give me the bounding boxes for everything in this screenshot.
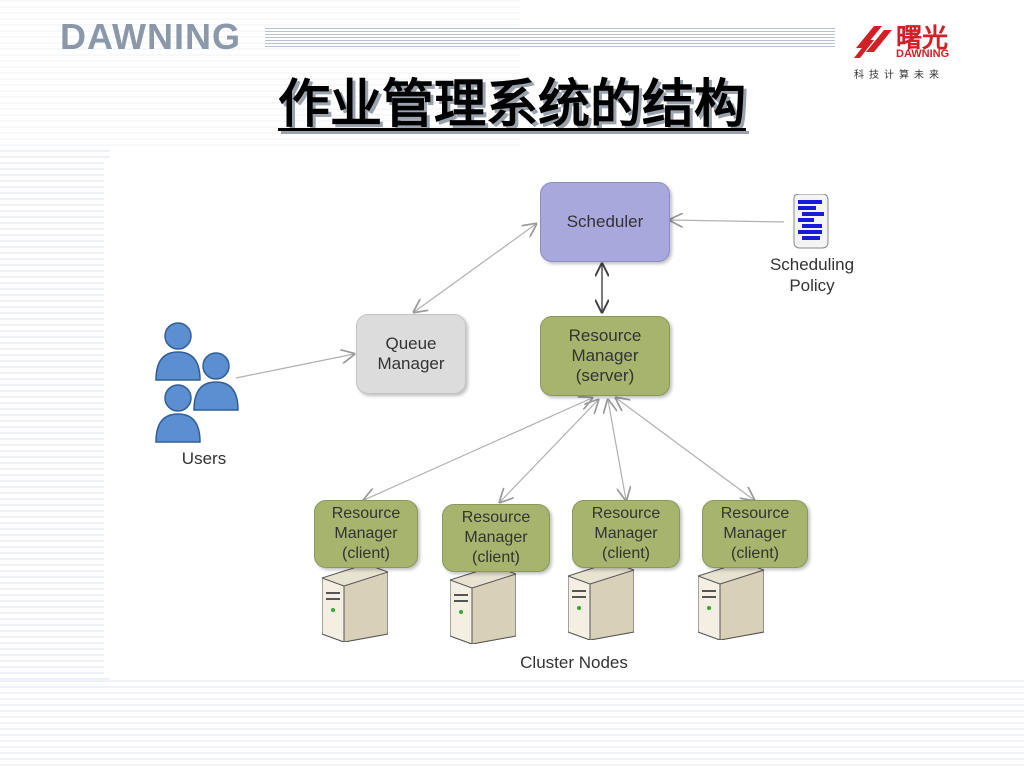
edge-users-queue (235, 354, 354, 379)
edge-policy-scheduler (670, 220, 785, 222)
rm-client-label: Resource Manager (client) (591, 505, 661, 562)
background-stripes-top (0, 0, 520, 150)
rm-client-label: Resource Manager (client) (331, 505, 401, 562)
server-icon (322, 564, 388, 642)
logo-slogan: 科技计算未来 (854, 70, 944, 81)
logo-swoosh-icon (854, 26, 892, 58)
rm-client-label: Resource Manager (client) (720, 505, 790, 562)
diagram-connectors (235, 158, 785, 678)
queue-manager-label: Queue Manager (377, 334, 445, 373)
brand-wordmark: DAWNING (60, 16, 241, 57)
background-stripes-left (0, 150, 110, 690)
cluster-nodes-label: Cluster Nodes (520, 653, 628, 672)
edge-queue-scheduler (414, 224, 536, 312)
resource-manager-server-node: Resource Manager (server) (540, 316, 670, 396)
users-label: Users (181, 449, 227, 468)
edge-server-client4 (616, 398, 754, 500)
rm-client-label: Resource Manager (client) (461, 509, 531, 566)
dawning-logo: 曙光 DAWNING 科技计算未来 (852, 18, 972, 88)
edge-server-client1 (364, 398, 592, 500)
scheduler-node: Scheduler (540, 182, 670, 262)
background-stripes-bottom (0, 680, 1024, 768)
scheduler-label: Scheduler (566, 212, 644, 231)
server-icon (450, 566, 516, 644)
rm-server-label: Resource Manager (server) (568, 326, 642, 385)
users-icon (155, 322, 239, 443)
header-rule-lines (265, 28, 835, 48)
scheduling-policy-label: Scheduling Policy (769, 255, 855, 295)
scheduling-policy-icon (793, 194, 829, 249)
server-icon (698, 562, 764, 640)
server-icon (568, 562, 634, 640)
logo-english: DAWNING (896, 48, 950, 60)
edge-server-client2 (500, 400, 598, 502)
logo-chinese: 曙光 (896, 24, 949, 54)
job-management-diagram: Scheduler Scheduling Policy Queue Manage… (104, 158, 924, 678)
queue-manager-node: Queue Manager (356, 314, 466, 394)
slide-title: 作业管理系统的结构 (277, 75, 746, 135)
edge-server-client3 (608, 400, 626, 500)
